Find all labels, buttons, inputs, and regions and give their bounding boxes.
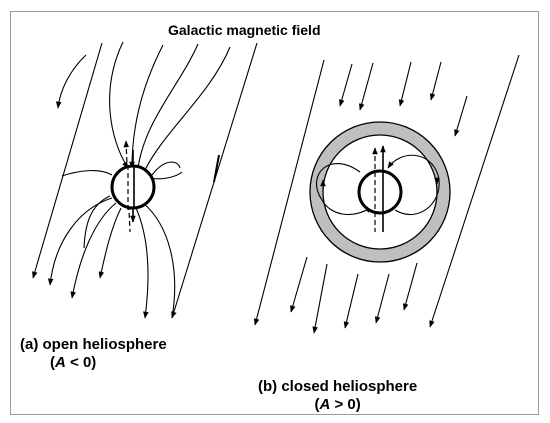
- field-line-a11: [98, 207, 122, 279]
- dipole-loop-right: [387, 154, 440, 216]
- field-line-a14: [83, 195, 111, 249]
- field-arrow-b-top1: [339, 63, 353, 107]
- field-arrow-b-top2: [358, 62, 374, 111]
- field-line-b2: [429, 54, 520, 328]
- field-line-a13: [141, 201, 176, 319]
- field-line-a10: [70, 202, 117, 299]
- caption-closed-heliosphere: (b) closed heliosphere (A > 0): [258, 378, 417, 414]
- field-arrow-b-top5: [454, 95, 468, 137]
- field-arrow-b-top4: [429, 61, 442, 101]
- caption-b-line1: (b) closed heliosphere: [258, 378, 418, 395]
- diagram-title: Galactic magnetic field: [168, 22, 321, 38]
- field-line-a7: [55, 54, 87, 109]
- field-line-a16: [149, 171, 183, 180]
- field-line-a8: [151, 161, 181, 176]
- field-line-a1: [32, 42, 103, 279]
- field-line-a12: [135, 207, 149, 319]
- panel-b-closed-heliosphere: [253, 54, 520, 334]
- field-line-a2-arrow-mark: [213, 154, 220, 183]
- field-arrow-b-bot2: [312, 263, 328, 334]
- field-arrow-b-bot5: [402, 262, 418, 311]
- panel-a-open-heliosphere: [32, 41, 258, 319]
- caption-a-line2: (A < 0): [50, 354, 97, 371]
- field-arrow-b-bot4: [374, 273, 390, 324]
- field-line-a6: [144, 46, 231, 171]
- field-line-a3: [109, 41, 129, 169]
- dipole-loop-left: [316, 162, 373, 216]
- sun-circle-a: [110, 164, 156, 210]
- field-line-a15: [61, 170, 113, 177]
- sun-circle-b: [357, 169, 403, 215]
- field-line-b1: [253, 59, 325, 326]
- caption-a-line1: (a) open heliosphere: [20, 336, 167, 353]
- figure-frame: [10, 11, 539, 415]
- field-arrow-b-top3: [398, 61, 412, 107]
- field-line-a4: [129, 44, 164, 169]
- polar-axis-dashed-a: [123, 140, 131, 233]
- field-line-a5: [137, 43, 199, 169]
- caption-open-heliosphere: (a) open heliosphere (A < 0): [20, 336, 167, 372]
- caption-b-line2: (A > 0): [314, 396, 361, 413]
- field-line-a9: [47, 197, 113, 286]
- field-arrow-b-bot3: [343, 273, 359, 329]
- field-arrow-b-bot1: [290, 256, 308, 313]
